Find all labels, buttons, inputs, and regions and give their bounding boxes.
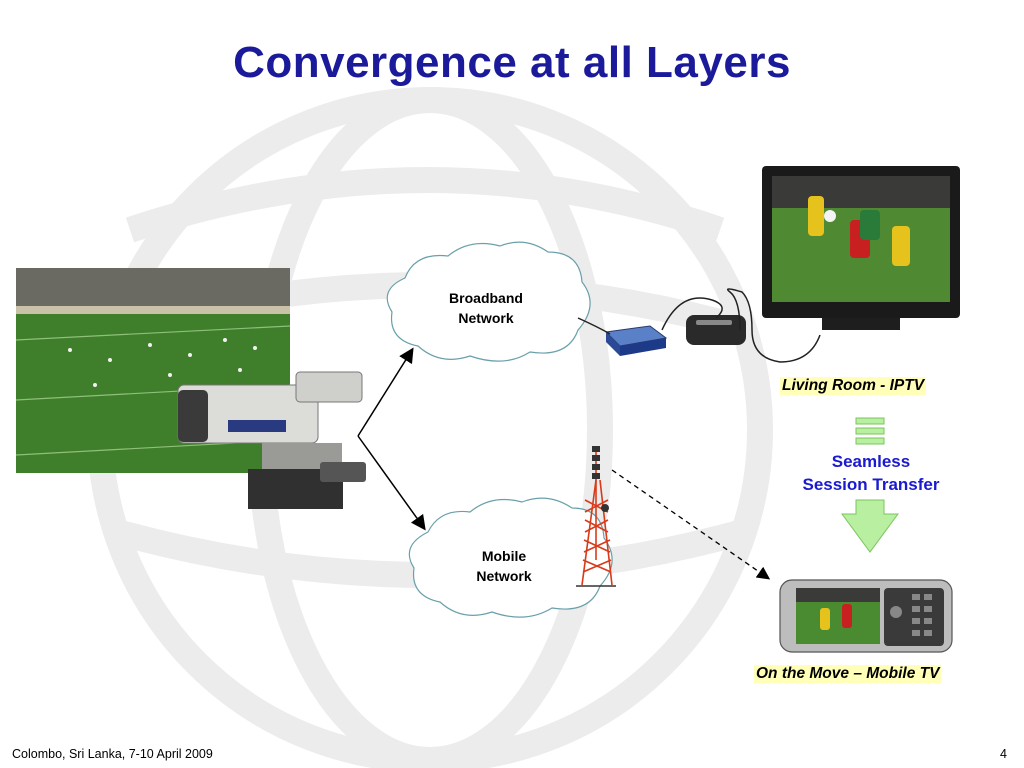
broadcast-camera [177, 371, 366, 509]
broadband-cloud [386, 241, 591, 362]
page-number: 4 [1000, 747, 1007, 761]
arrow-to-broadband [357, 347, 414, 437]
broadband-cloud-label: Broadband Network [426, 288, 546, 328]
mobile-phone-icon [779, 579, 953, 653]
router-icon [604, 325, 668, 356]
living-room-caption: Living Room - IPTV [780, 377, 927, 395]
transfer-line2: Session Transfer [802, 475, 940, 494]
mobile-label-line1: Mobile [481, 548, 527, 564]
mobile-cloud-label: Mobile Network [444, 546, 564, 586]
mobile-label-line2: Network [476, 568, 532, 584]
on-the-move-caption: On the Move – Mobile TV [754, 665, 942, 683]
cell-tower-icon [576, 446, 616, 587]
transfer-arrow-icon [841, 417, 899, 553]
slide-title: Convergence at all Layers [233, 38, 791, 87]
arrow-to-mobile [357, 435, 426, 531]
broadband-label-line2: Network [458, 310, 514, 326]
wireless-signal-arrow [611, 469, 771, 580]
transfer-line1: Seamless [831, 452, 911, 471]
footer-location-date: Colombo, Sri Lanka, 7-10 April 2009 [12, 747, 213, 761]
set-top-box-icon [686, 315, 746, 345]
seamless-transfer-label: Seamless Session Transfer [770, 450, 972, 496]
television-icon [762, 166, 960, 330]
broadband-label-line1: Broadband [449, 290, 523, 306]
